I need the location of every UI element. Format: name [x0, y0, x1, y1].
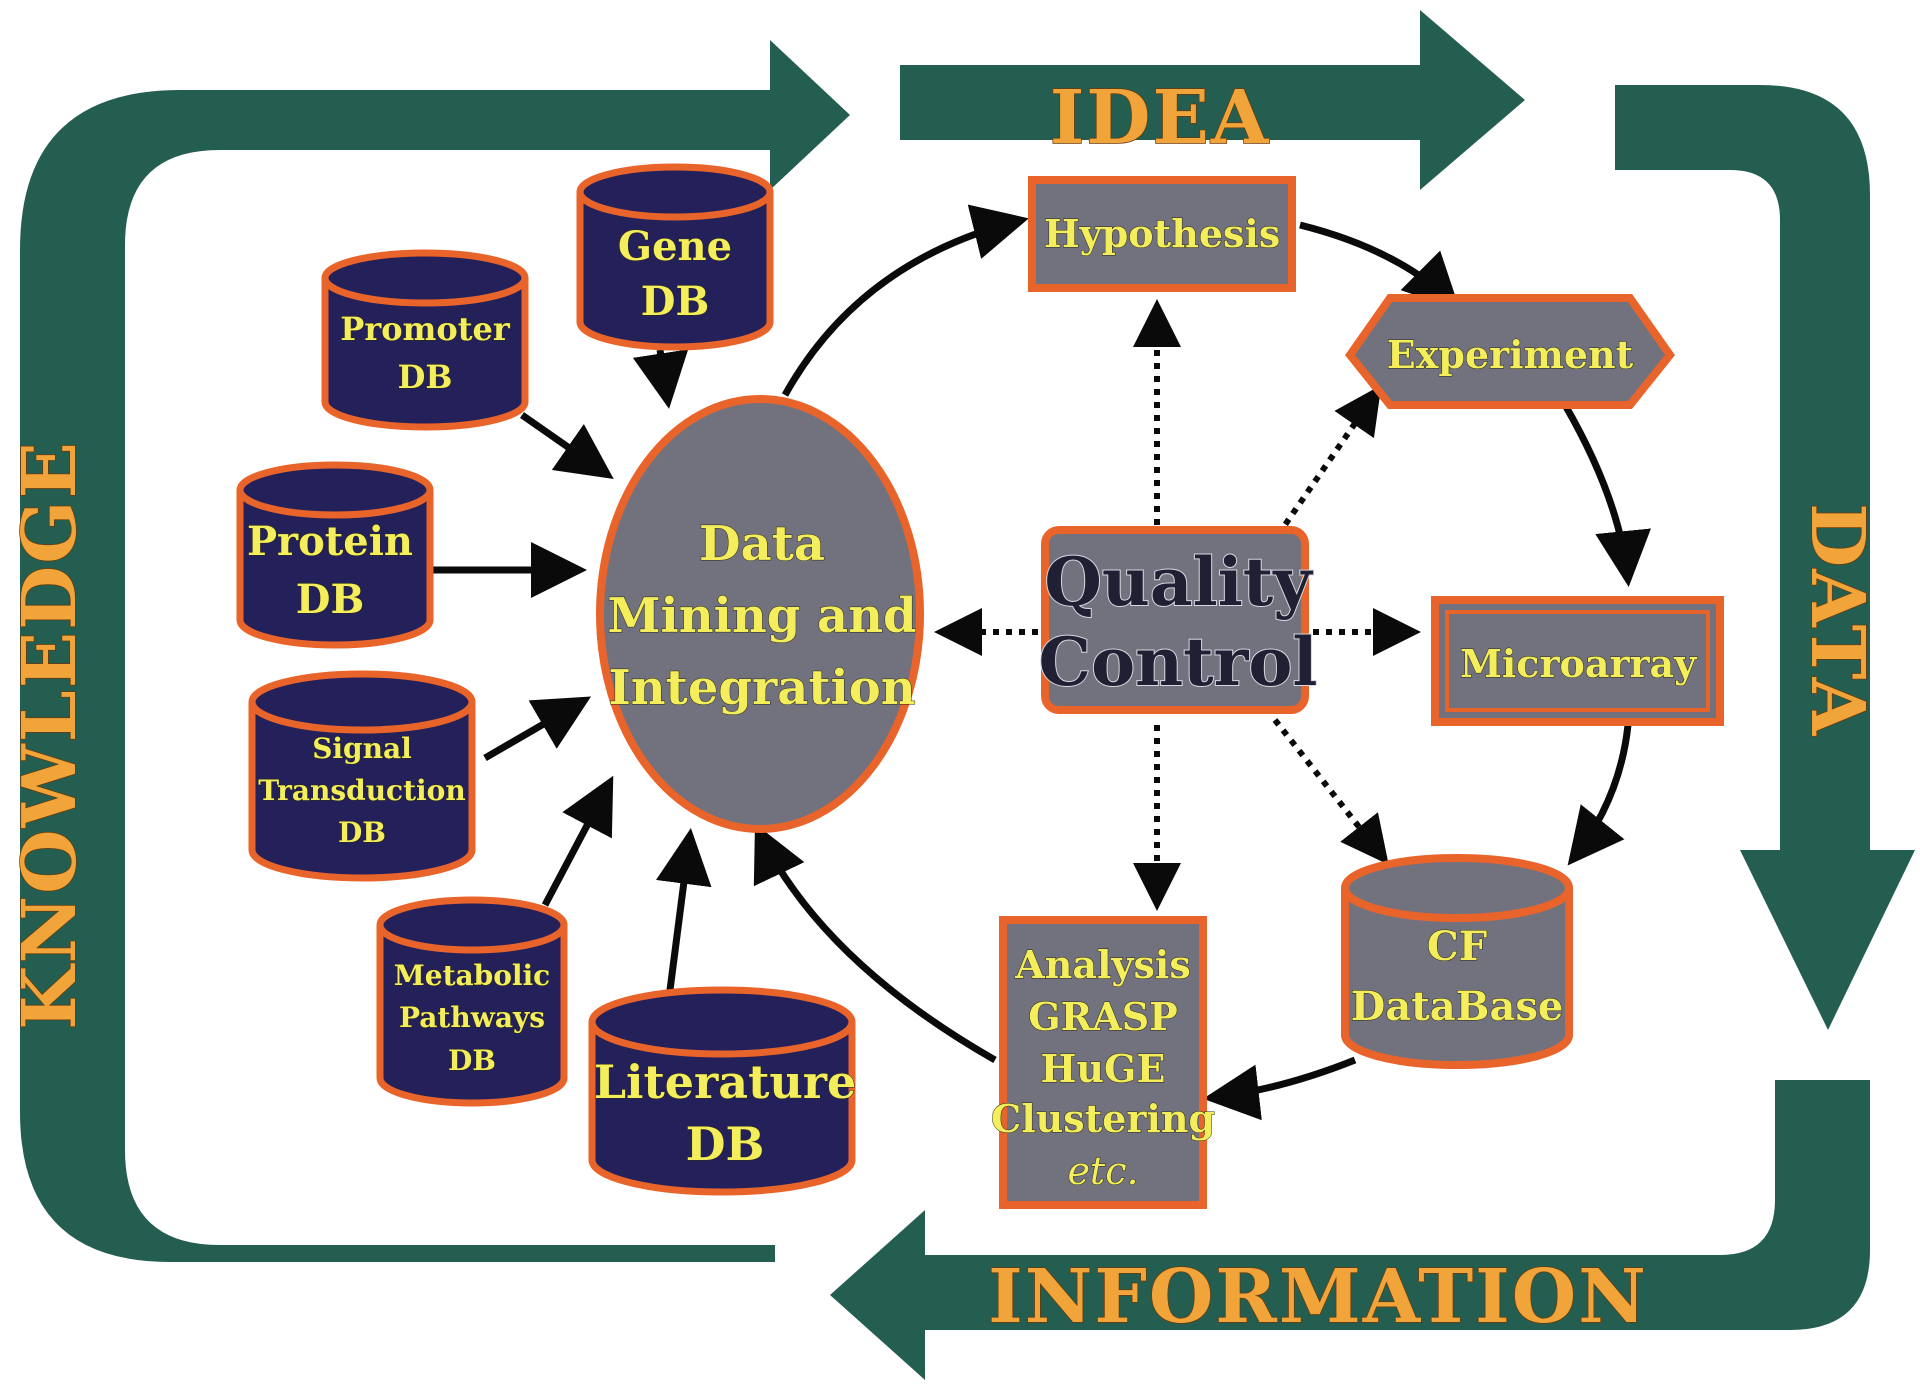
information-arrow: [830, 1080, 1870, 1380]
arrow-microarray-to-cfdb: [1567, 724, 1632, 866]
protein-db-line2: DB: [296, 576, 365, 623]
idea-arrow: [900, 10, 1525, 190]
cfdb-line2: DataBase: [1351, 983, 1564, 1030]
data-arrow: [1615, 85, 1915, 1030]
protein-db-line1: Protein: [247, 518, 413, 565]
hypothesis-box: Hypothesis: [1028, 176, 1296, 292]
arrow-experiment-to-microarray: [1561, 403, 1651, 587]
literature-db-line2: DB: [686, 1117, 765, 1171]
qc-to-cfdb: [1272, 718, 1389, 865]
microarray-box: Microarray: [1431, 596, 1724, 726]
signal-db-line3: DB: [338, 816, 386, 849]
microarray-label: Microarray: [1460, 641, 1697, 686]
experiment-label: Experiment: [1387, 332, 1634, 377]
arrow-integration-to-hypothesis: [781, 204, 1029, 397]
signal-db-line2: Transduction: [258, 774, 465, 807]
cf-database: CF DataBase: [1341, 854, 1573, 1069]
central-line2: Mining and: [607, 588, 916, 644]
db-input-arrows: [427, 349, 712, 991]
metabolic-db-line2: Pathways: [399, 1001, 545, 1034]
analysis-line3: HuGE: [1041, 1046, 1166, 1091]
promoter-db-line1: Promoter: [340, 310, 511, 348]
hypothesis-label: Hypothesis: [1044, 211, 1280, 256]
main-flow-arrows: [753, 204, 1651, 1121]
gene-db-line1: Gene: [618, 223, 732, 270]
knowledge-arrow: [20, 40, 850, 1262]
experiment-box: Experiment: [1345, 294, 1675, 409]
information-label: INFORMATION: [988, 1254, 1648, 1340]
knowledge-label: KNOWLEDGE: [7, 440, 93, 1030]
metabolic-db-line3: DB: [448, 1044, 496, 1077]
analysis-line4: Clustering: [991, 1096, 1215, 1141]
analysis-line2: GRASP: [1028, 994, 1178, 1039]
arrow-gene-db: [632, 349, 689, 409]
arrow-promoter-db: [519, 412, 614, 480]
signal-db-line1: Signal: [312, 732, 412, 765]
qc-line1: Quality: [1044, 543, 1313, 621]
idea-label: IDEA: [1050, 75, 1271, 161]
arrow-hypothesis-to-experiment: [1299, 221, 1460, 310]
metabolic-db-line1: Metabolic: [394, 959, 550, 992]
arrow-literature-db: [655, 828, 712, 991]
central-line3: Integration: [608, 660, 915, 716]
arrow-signal-db: [483, 696, 592, 762]
arrow-analysis-to-integration: [753, 823, 997, 1064]
data-label: DATA: [1794, 503, 1880, 737]
central-line1: Data: [699, 516, 825, 572]
arrow-cfdb-to-analysis: [1203, 1056, 1357, 1121]
analysis-line1: Analysis: [1014, 942, 1190, 987]
arrow-metabolic-db: [541, 775, 614, 907]
literature-db-line1: Literature: [594, 1055, 857, 1109]
promoter-db-line2: DB: [398, 358, 453, 396]
cfdb-line1: CF: [1427, 923, 1487, 970]
qc-to-experiment: [1275, 385, 1382, 537]
analysis-line5: etc.: [1067, 1149, 1138, 1193]
gene-db-line2: DB: [641, 278, 710, 325]
quality-control-arrows: [934, 299, 1421, 911]
qc-line2: Control: [1039, 623, 1318, 701]
